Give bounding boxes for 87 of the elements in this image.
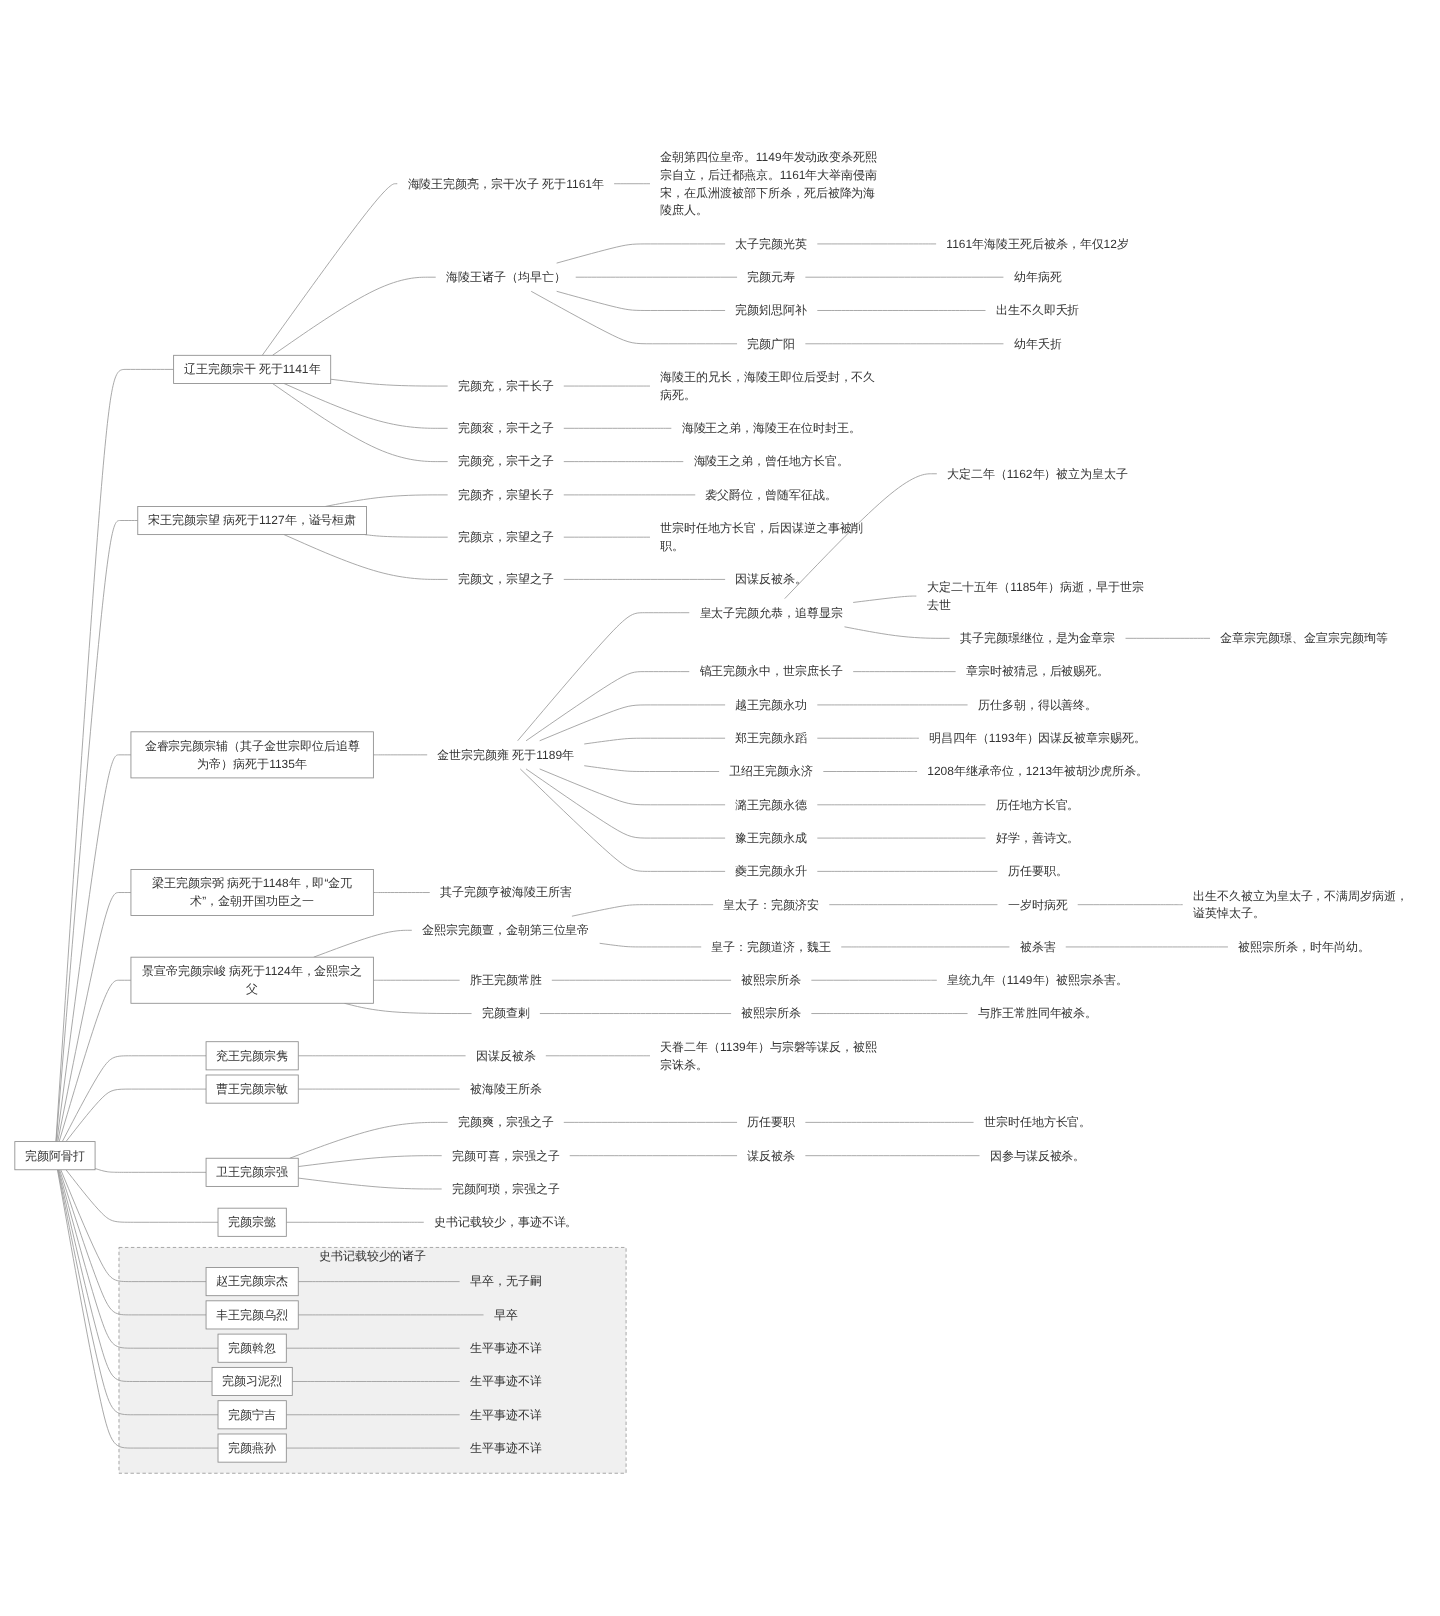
connector	[556, 290, 726, 311]
connector	[551, 979, 732, 981]
connector	[61, 1055, 207, 1142]
connector	[804, 1121, 974, 1123]
connector	[539, 768, 726, 806]
connector	[285, 1447, 461, 1449]
connector	[297, 1155, 443, 1167]
connector	[784, 473, 938, 600]
connector	[261, 183, 398, 356]
connector	[583, 765, 720, 772]
connector	[59, 1169, 207, 1316]
connector	[58, 979, 132, 1142]
connector	[297, 1177, 443, 1190]
connector	[563, 461, 684, 463]
connector	[844, 626, 951, 639]
connector	[517, 612, 690, 742]
connector	[804, 276, 1004, 278]
connector	[297, 1055, 466, 1057]
connector	[583, 737, 726, 745]
connector	[816, 870, 998, 872]
connector	[283, 383, 449, 429]
connector	[1077, 904, 1184, 906]
connector	[297, 1281, 461, 1283]
connector	[840, 946, 1010, 948]
connector	[364, 534, 449, 538]
connector	[372, 979, 461, 981]
connector	[519, 768, 726, 872]
connector	[599, 942, 702, 948]
connector	[556, 243, 726, 264]
connector	[297, 1314, 484, 1316]
connector	[343, 1002, 472, 1014]
connector	[810, 1013, 968, 1014]
connector	[372, 754, 428, 756]
connector	[804, 1155, 980, 1157]
connector	[539, 1013, 732, 1014]
connector	[804, 343, 1004, 345]
connector	[816, 737, 920, 739]
connector	[571, 904, 714, 917]
connector	[285, 1414, 461, 1416]
connector	[58, 1169, 219, 1349]
connector	[56, 754, 132, 1142]
connector	[545, 1055, 651, 1057]
connector	[563, 1121, 738, 1123]
connector	[539, 704, 726, 742]
connector	[65, 1169, 219, 1223]
connector	[852, 595, 917, 603]
connector	[272, 383, 449, 463]
connector	[283, 534, 449, 580]
connector	[563, 536, 651, 538]
connector	[575, 276, 738, 278]
connector	[285, 1347, 461, 1349]
connector	[330, 378, 449, 387]
connector	[57, 892, 132, 1142]
connector	[94, 1168, 207, 1173]
connector	[816, 243, 937, 245]
connector	[816, 704, 968, 706]
connector	[60, 1169, 207, 1283]
connector	[272, 276, 437, 356]
connector	[816, 837, 986, 839]
connector	[563, 579, 726, 580]
connector	[372, 892, 431, 893]
connector	[313, 929, 413, 958]
connector	[65, 1088, 207, 1142]
connector	[828, 904, 998, 906]
connector	[822, 771, 918, 772]
connector	[1125, 637, 1211, 639]
connector	[297, 1088, 461, 1090]
connector	[525, 671, 690, 742]
connector	[613, 183, 651, 185]
connector	[816, 804, 986, 806]
connector	[289, 1121, 449, 1159]
connector	[55, 368, 175, 1142]
connector	[285, 1221, 425, 1223]
connector	[325, 494, 449, 507]
connector	[530, 290, 738, 345]
connector	[55, 520, 139, 1142]
connector	[1065, 946, 1229, 948]
connector	[563, 385, 651, 387]
connector	[291, 1381, 461, 1382]
connector	[816, 310, 986, 311]
connector	[563, 427, 672, 429]
connector	[525, 768, 726, 839]
connector	[852, 671, 957, 673]
connector	[569, 1155, 738, 1157]
connector	[563, 494, 696, 496]
connector	[57, 1169, 213, 1382]
connector	[810, 979, 938, 981]
